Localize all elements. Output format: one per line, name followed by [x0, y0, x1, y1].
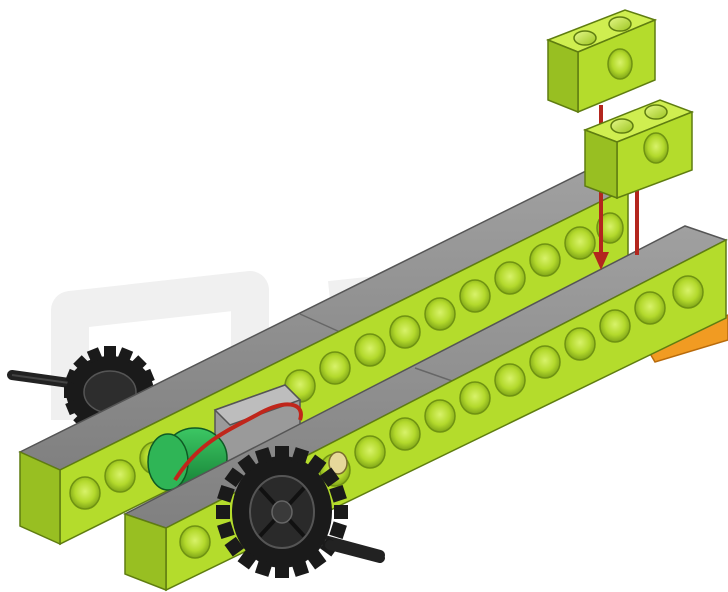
front-axle-end	[330, 545, 380, 558]
lime-brick-top	[548, 10, 655, 112]
